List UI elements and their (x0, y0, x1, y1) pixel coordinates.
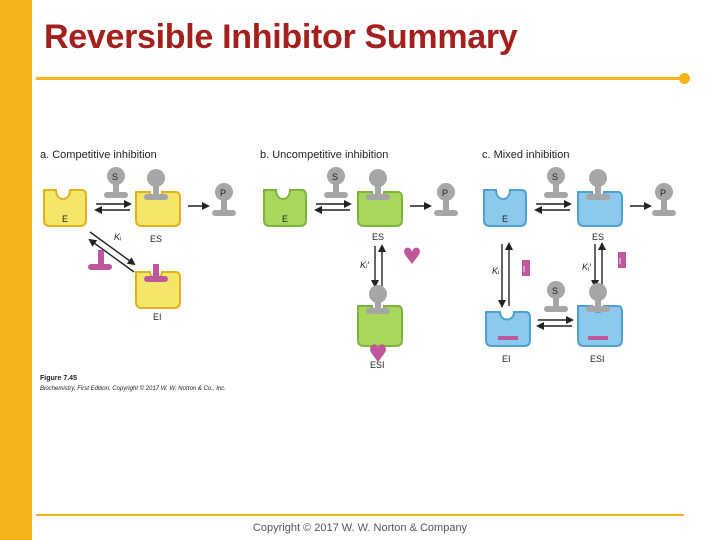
inhibitor-i-a (88, 250, 112, 270)
label-p-a: P (220, 188, 226, 198)
left-accent-bar (0, 0, 32, 540)
enzyme-e-a: E (43, 189, 87, 227)
footer-copyright: Copyright © 2017 W. W. Norton & Company (0, 522, 720, 534)
label-i2-c: I (619, 257, 621, 266)
label-ki-prime-c: Kᵢ′ (582, 262, 591, 272)
title-underline-dot (679, 73, 690, 84)
panel-competitive: a. Competitive inhibition E S ES (40, 149, 236, 322)
label-s-c: S (552, 172, 558, 182)
figure-source: Biochemistry, First Edition. Copyright ©… (40, 385, 226, 392)
substrate-s-b: S (324, 167, 348, 198)
complex-es-c: ES (577, 169, 623, 242)
label-esi-b: ESI (370, 360, 385, 370)
panel-mixed: c. Mixed inhibition E S ES P (482, 149, 676, 364)
footer-text: Copyright © 2017 W. W. Norton & Company (252, 522, 468, 534)
inhibitor-heart-b (404, 247, 420, 264)
figure-number: Figure 7.45 (40, 375, 77, 382)
complex-es-b: ES (357, 169, 403, 242)
label-s2-c: S (552, 286, 558, 296)
label-ei-c: EI (502, 354, 511, 364)
label-e-a: E (62, 214, 68, 224)
panel-b-title: b. Uncompetitive inhibition (260, 149, 388, 161)
panel-c-title: c. Mixed inhibition (482, 149, 569, 161)
label-e-c: E (502, 214, 508, 224)
inhibition-figure: a. Competitive inhibition E S ES (40, 149, 676, 392)
title-underline (36, 77, 684, 80)
product-p-a: P (212, 183, 236, 216)
label-p-b: P (442, 188, 448, 198)
label-s-b: S (332, 172, 338, 182)
complex-esi-b: ESI (357, 285, 403, 370)
footer-rule (36, 514, 684, 516)
slide-title: Reversible Inhibitor Summary (44, 18, 518, 56)
label-ki-c: Kᵢ (492, 266, 500, 276)
substrate-s-c: S (544, 167, 568, 198)
inhibitor-i1-c (522, 260, 530, 276)
label-ki-a: Kᵢ (114, 232, 122, 242)
label-es-c: ES (592, 232, 604, 242)
complex-ei-a: EI (135, 264, 181, 322)
substrate-s2-c: S (544, 281, 568, 312)
label-ki-b: Kᵢ′ (360, 260, 369, 270)
label-ei-a: EI (153, 312, 162, 322)
product-p-c: P (652, 183, 676, 216)
panel-uncompetitive: b. Uncompetitive inhibition E S ES P (260, 149, 458, 370)
label-es-b: ES (372, 232, 384, 242)
inhibitor-i2-c (618, 252, 626, 268)
label-s-a: S (112, 172, 118, 182)
label-e-b: E (282, 214, 288, 224)
product-p-b: P (434, 183, 458, 216)
label-es-a: ES (150, 234, 162, 244)
enzyme-e-c: E (483, 189, 527, 227)
label-p-c: P (660, 188, 666, 198)
complex-ei-c: EI (485, 311, 531, 364)
enzyme-e-b: E (263, 189, 307, 227)
label-esi-c: ESI (590, 354, 605, 364)
label-i1-c: I (523, 265, 525, 274)
complex-esi-c: ESI (577, 283, 623, 364)
panel-a-title: a. Competitive inhibition (40, 149, 157, 161)
substrate-s-a: S (104, 167, 128, 198)
complex-es-a: ES (135, 169, 181, 244)
